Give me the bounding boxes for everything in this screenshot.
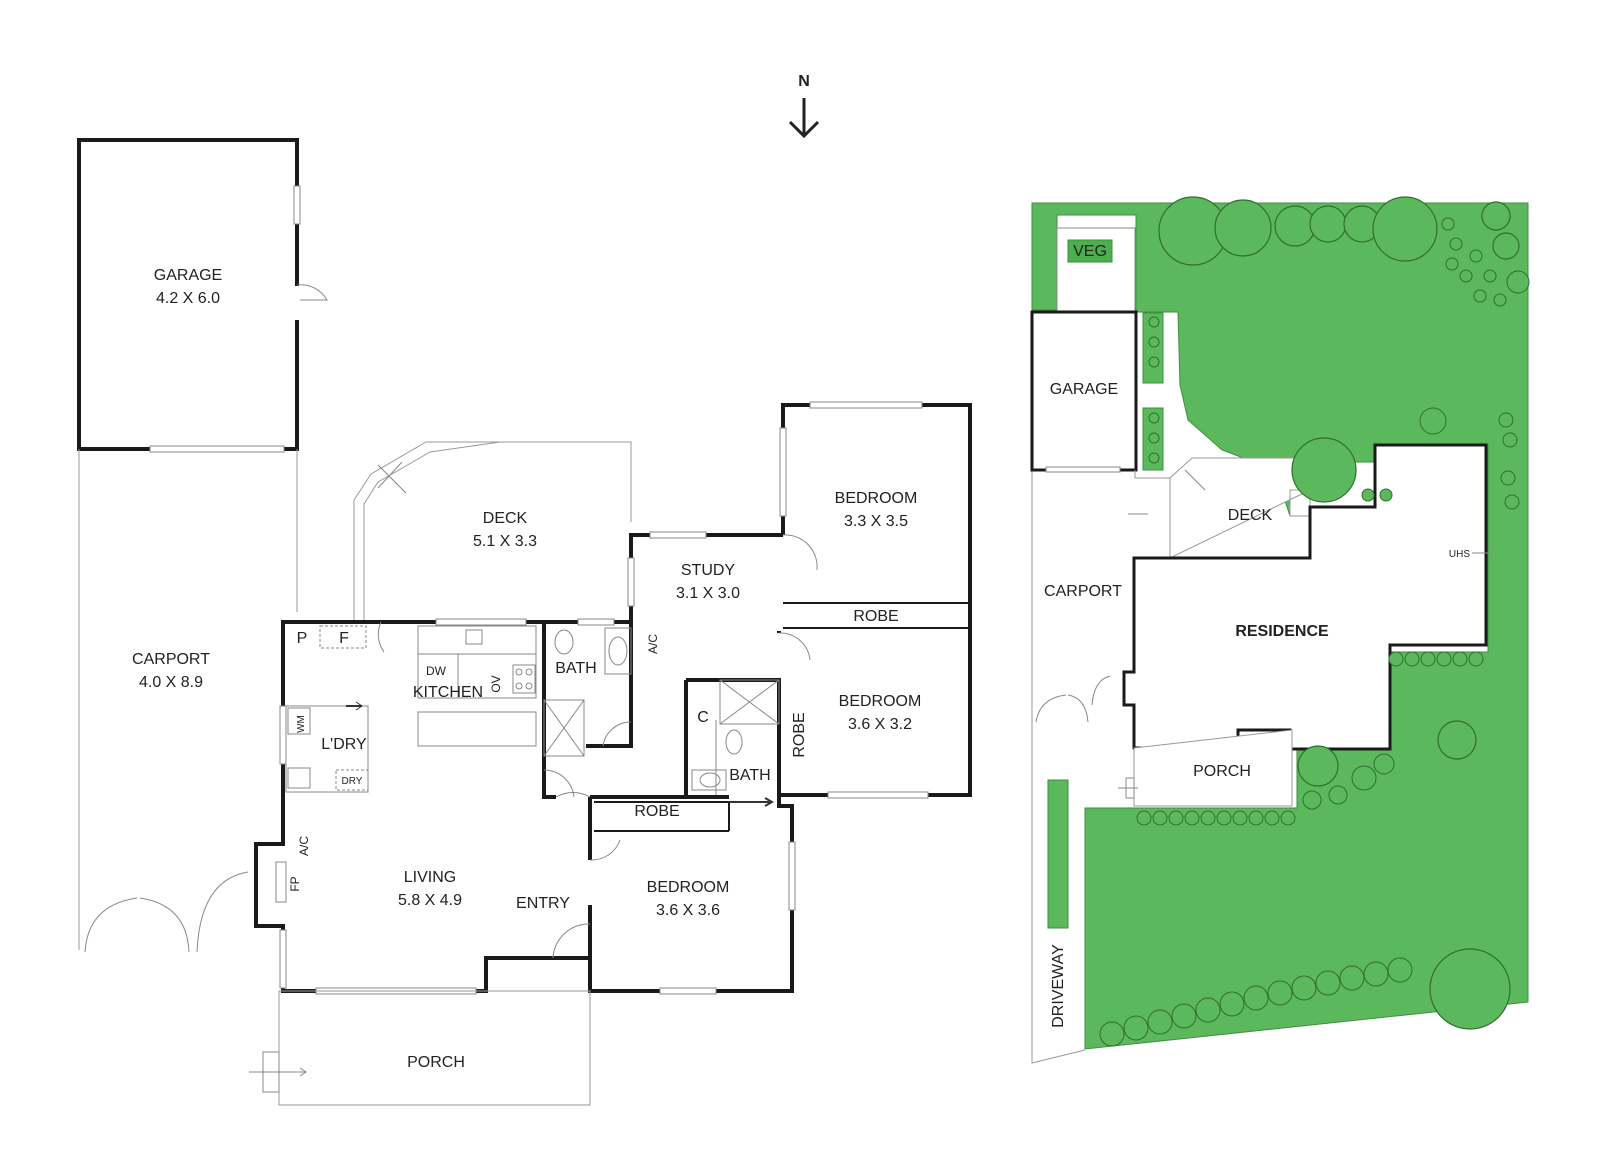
deck-name: DECK [483, 510, 528, 527]
site-carport-label: CARPORT [1044, 583, 1122, 600]
kitchen-label: KITCHEN [413, 684, 483, 701]
oven-label: OV [489, 675, 503, 692]
kitchen-fixtures [319, 625, 537, 747]
dryer-label: DRY [342, 776, 363, 787]
pantry-label: P [297, 630, 308, 647]
aircon2-label: A/C [297, 836, 311, 856]
site-garage-label: GARAGE [1050, 381, 1118, 398]
north-compass: N [788, 73, 820, 139]
bedroom3-dims: 3.6 X 3.6 [656, 902, 720, 919]
bedroom1-dims: 3.3 X 3.5 [844, 513, 908, 530]
garage-window [149, 445, 285, 453]
bedroom2-dims: 3.6 X 3.2 [848, 716, 912, 733]
shrubs [1148, 217, 1530, 810]
floor-plan: GARAGE 4.2 X 6.0 CARPORT 4.0 X 8.9 DECK … [77, 138, 972, 1106]
fridge-label: F [339, 630, 349, 647]
carport-dims: 4.0 X 8.9 [139, 674, 203, 691]
entry-label: ENTRY [516, 895, 570, 912]
site-garage [1030, 310, 1138, 472]
deck-dims: 5.1 X 3.3 [473, 533, 537, 550]
garage-side-window [293, 185, 301, 225]
uhs-label: UHS [1449, 549, 1470, 560]
site-plan: VEG GARAGE DECK CARPORT RESIDENCE PORCH … [1030, 196, 1530, 1064]
bedroom3-name: BEDROOM [647, 879, 730, 896]
dishwasher-label: DW [426, 664, 447, 678]
veg-label: VEG [1073, 243, 1107, 260]
residence-label: RESIDENCE [1235, 623, 1329, 640]
carport-gate-swing-left [84, 897, 138, 953]
deck-outline [353, 441, 632, 622]
floor-plan-labels: GARAGE 4.2 X 6.0 CARPORT 4.0 X 8.9 DECK … [132, 267, 921, 1071]
site-deck-label: DECK [1228, 507, 1273, 524]
door-swings [377, 534, 818, 959]
living-dims: 5.8 X 4.9 [398, 892, 462, 909]
study-name: STUDY [681, 562, 736, 579]
trees [1158, 196, 1520, 1030]
robe3-label: ROBE [634, 803, 679, 820]
cupboard-label: C [697, 709, 709, 726]
garage-dims: 4.2 X 6.0 [156, 290, 220, 307]
veg-bed [1067, 239, 1113, 263]
laundry-label: L'DRY [321, 736, 367, 753]
bedroom1-name: BEDROOM [835, 490, 918, 507]
living-name: LIVING [404, 869, 456, 886]
laundry-fixtures [285, 701, 369, 793]
porch-steps [249, 1051, 307, 1093]
fireplace [275, 861, 287, 903]
carport-gate-swing-right [139, 897, 190, 953]
study-dims: 3.1 X 3.0 [676, 585, 740, 602]
bedroom2-name: BEDROOM [839, 693, 922, 710]
site-porch-label: PORCH [1193, 763, 1251, 780]
bath2-fixtures [691, 679, 780, 795]
garage-door-swing [296, 284, 328, 301]
aircon1-label: A/C [646, 634, 660, 654]
garage-name: GARAGE [154, 267, 222, 284]
bath1-fixtures [543, 627, 632, 757]
north-letter: N [798, 73, 810, 90]
bath2-label: BATH [729, 767, 770, 784]
washing-machine-label: WM [296, 715, 307, 733]
robe2-label: ROBE [791, 712, 808, 757]
driveway-label: DRIVEWAY [1050, 944, 1067, 1028]
fireplace-label: FP [288, 876, 302, 891]
hedge-row [1099, 651, 1484, 1047]
carport-name: CARPORT [132, 651, 210, 668]
driveway-outline [1031, 310, 1086, 1064]
porch-outline [278, 990, 591, 1106]
site-plan-labels: VEG GARAGE DECK CARPORT RESIDENCE PORCH … [1044, 243, 1492, 1028]
windows [279, 401, 929, 995]
bath1-label: BATH [555, 660, 596, 677]
robe1-label: ROBE [853, 608, 898, 625]
arrow-down-icon [788, 98, 820, 139]
porch-label: PORCH [407, 1054, 465, 1071]
driveway-strip [1047, 779, 1069, 929]
